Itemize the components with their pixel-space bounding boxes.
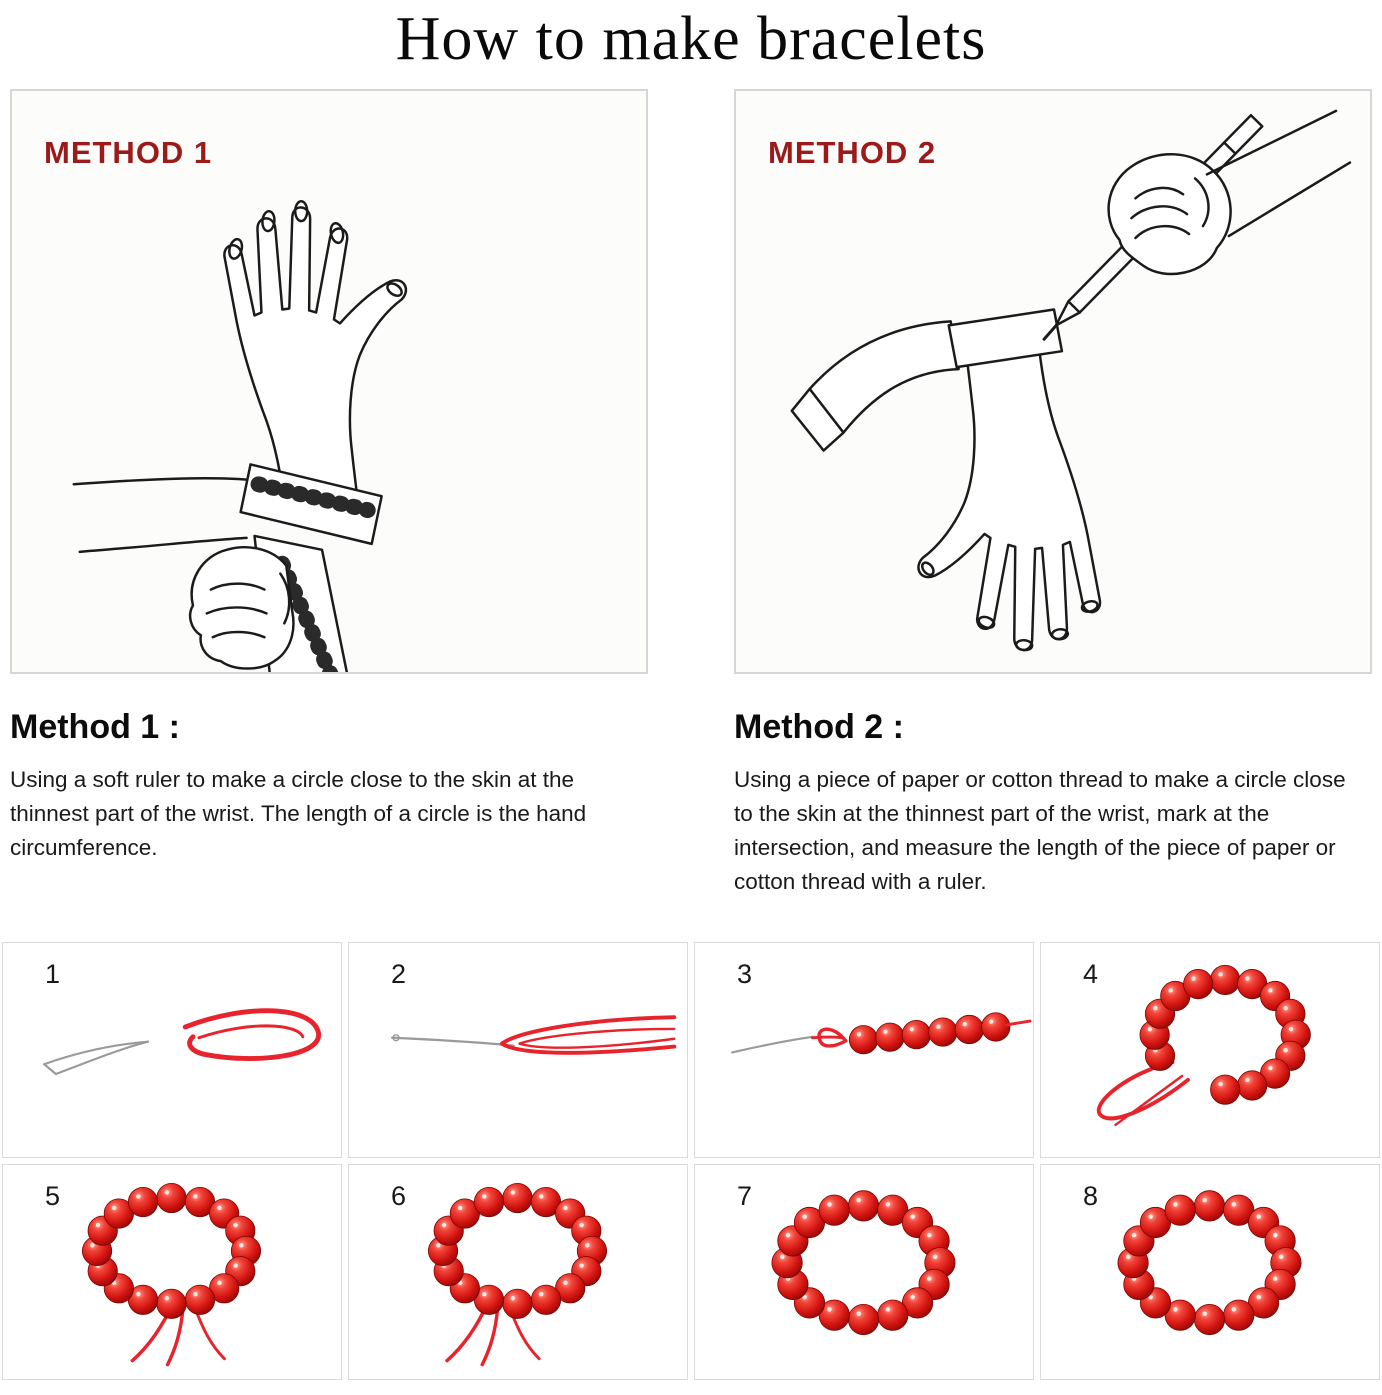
fingernail	[1050, 628, 1070, 641]
forearm-lines	[72, 477, 256, 554]
step-cell: 1	[2, 942, 342, 1159]
page-title: How to make bracelets	[395, 5, 987, 73]
step-number: 5	[45, 1181, 61, 1212]
step-8-illustration	[1117, 1190, 1302, 1336]
method2-heading: Method 2 :	[734, 708, 904, 747]
method2-panel: METHOD 2	[734, 89, 1372, 675]
method1-panel: METHOD 1	[10, 89, 648, 675]
open-hand	[223, 200, 408, 520]
method2-illustration	[790, 109, 1352, 652]
fingernail	[261, 210, 276, 233]
gripping-hand	[188, 546, 295, 671]
paper-strip	[790, 320, 960, 453]
fingernail	[1080, 600, 1099, 614]
step-number: 8	[1083, 1181, 1099, 1212]
step-cell: 2	[348, 942, 688, 1159]
marked-hand	[917, 338, 1102, 652]
step-cell: 3	[694, 942, 1034, 1159]
step-cell: 5	[2, 1164, 342, 1381]
step-3-illustration	[731, 1012, 1032, 1055]
method1-description-block: Method 1 : Using a soft ruler to make a …	[10, 708, 648, 898]
pen-hand	[1107, 109, 1352, 276]
fingernail	[329, 222, 345, 245]
fingernail	[386, 282, 403, 298]
step-cell: 7	[694, 1164, 1034, 1381]
method1-badge: METHOD 1	[44, 135, 213, 171]
step-7-illustration	[771, 1190, 956, 1336]
method1-illustration	[72, 200, 408, 673]
fingernail	[228, 238, 244, 261]
steps-grid: 1 2 3 4 5 6 7 8	[0, 942, 1382, 1381]
method-panels: METHOD 1	[0, 89, 1382, 675]
step-cell: 6	[348, 1164, 688, 1381]
step-4-illustration	[1096, 965, 1311, 1127]
step-1-illustration	[43, 1008, 321, 1076]
fingernail	[920, 561, 935, 577]
method2-description: Using a piece of paper or cotton thread …	[734, 767, 1346, 894]
step-number: 6	[391, 1181, 407, 1212]
step-5-illustration	[81, 1183, 262, 1367]
step-cell: 4	[1040, 942, 1380, 1159]
wrist-band	[947, 308, 1064, 369]
step-number: 7	[737, 1181, 753, 1212]
step-number: 4	[1083, 959, 1099, 990]
method-descriptions: Method 1 : Using a soft ruler to make a …	[0, 708, 1382, 898]
method1-description: Using a soft ruler to make a circle clos…	[10, 767, 587, 860]
step-cell: 8	[1040, 1164, 1380, 1381]
method2-badge: METHOD 2	[768, 135, 937, 171]
method2-description-block: Method 2 : Using a piece of paper or cot…	[734, 708, 1372, 898]
fingernail	[293, 200, 309, 223]
step-6-illustration	[427, 1183, 608, 1367]
step-number: 1	[45, 959, 61, 990]
step-number: 3	[737, 959, 753, 990]
method1-heading: Method 1 :	[10, 708, 180, 747]
fingernail	[977, 615, 996, 630]
step-2-illustration	[391, 1015, 677, 1056]
fingernail	[1015, 639, 1034, 652]
step-number: 2	[391, 959, 407, 990]
